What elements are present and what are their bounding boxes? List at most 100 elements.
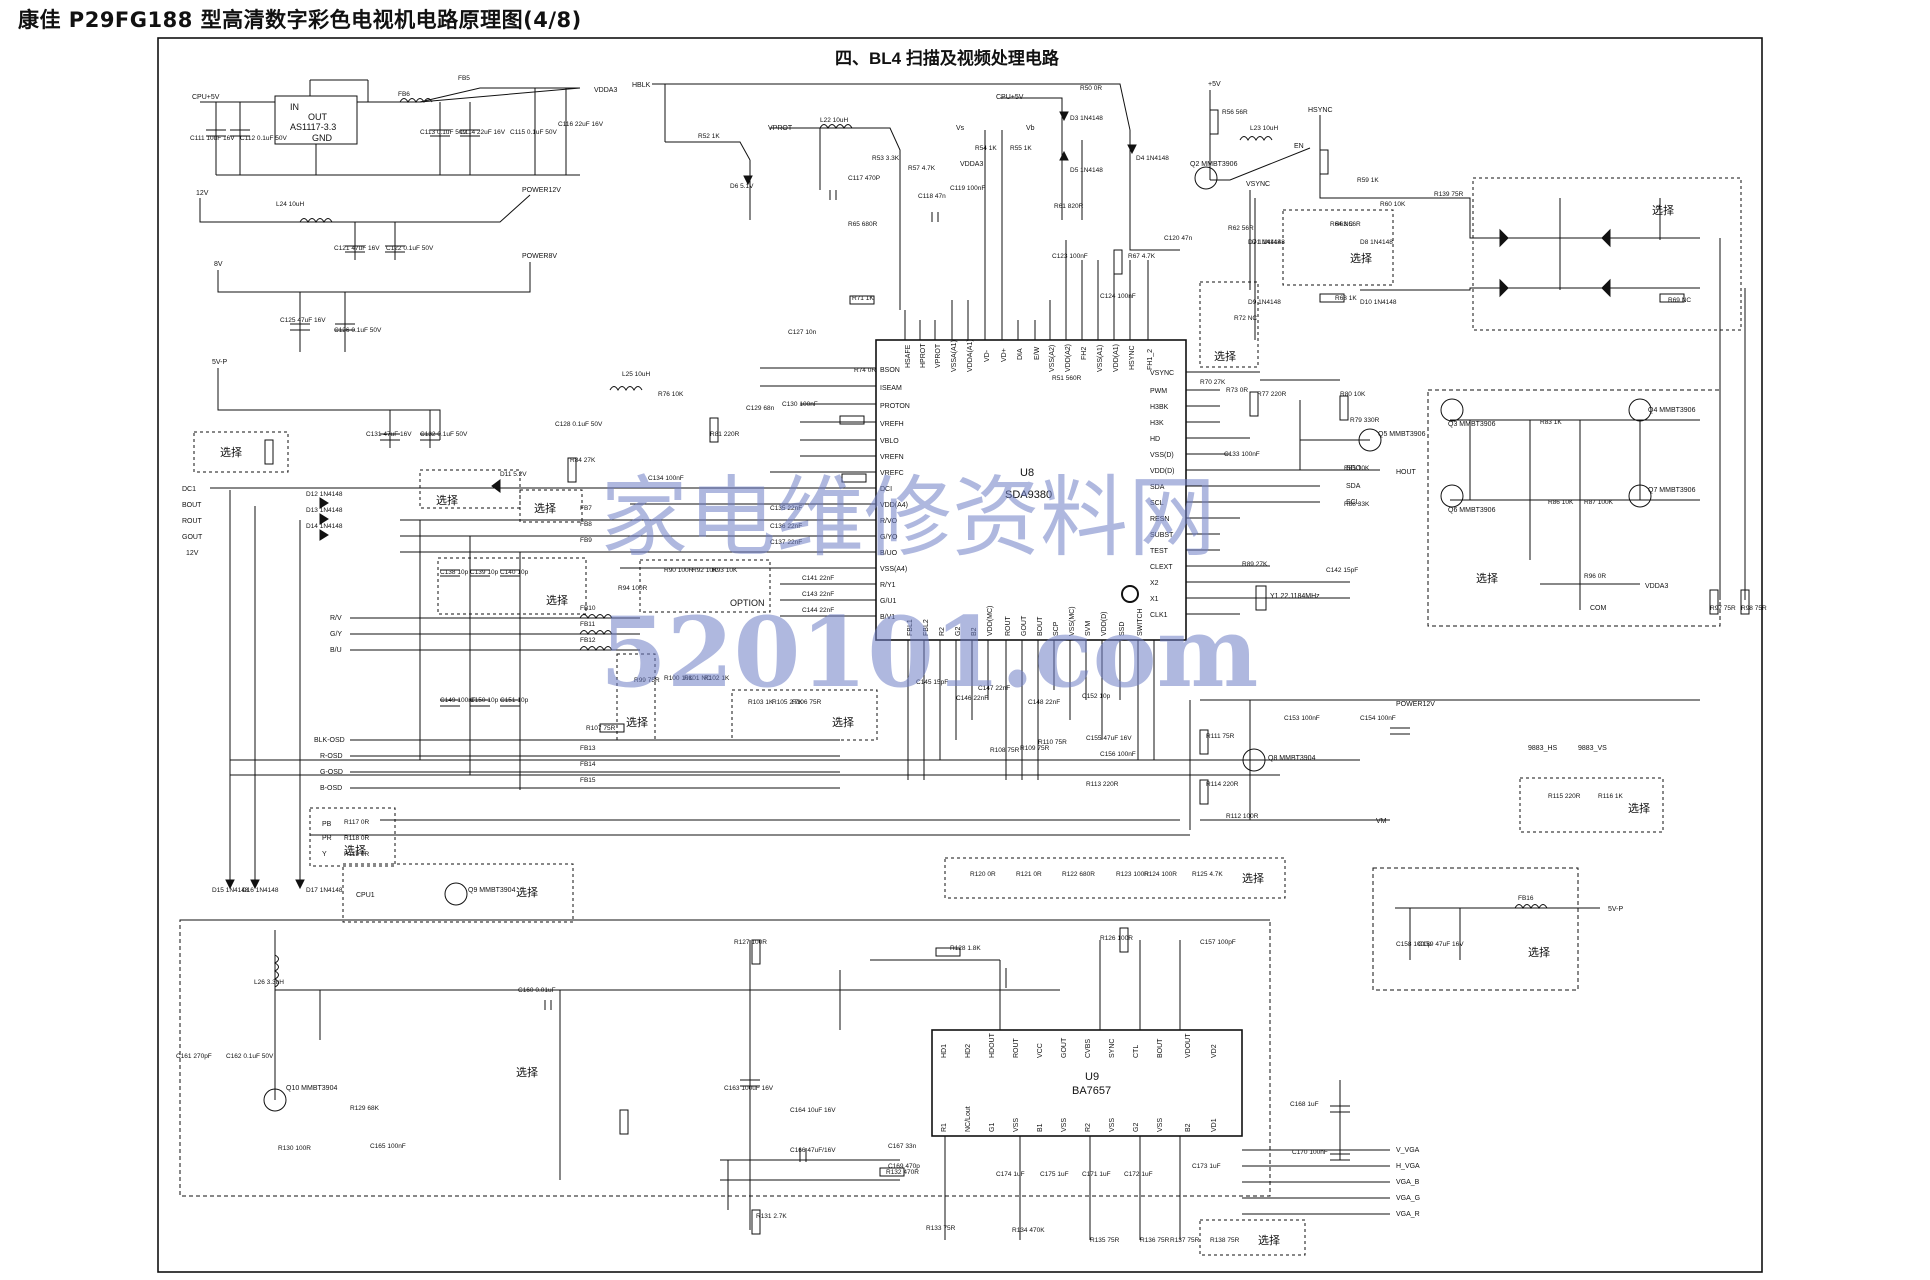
component-label: R79 330R <box>1350 417 1380 424</box>
net-label: Vs <box>956 125 965 132</box>
u9-pin-labels: HD1 HD2 HDOUT ROUT VCC GOUT CVBS SYNC CT… <box>941 1032 1218 1132</box>
u8-pin: G2 <box>955 627 962 636</box>
component-label: FB16 <box>1518 895 1534 902</box>
net-label: DC1 <box>182 486 196 493</box>
component-label: R119 0R <box>344 851 369 858</box>
net-label: POWER12V <box>522 187 561 194</box>
component-label: R137 75R <box>1170 1237 1200 1244</box>
component-label: C141 22nF <box>802 575 834 582</box>
component-label: C143 22nF <box>802 591 834 598</box>
u8-pin: VSS(D) <box>1150 452 1174 459</box>
component-label: C119 100nF <box>950 185 985 192</box>
u8-pin: VDD(MC) <box>987 606 994 636</box>
u9-pin: VSS <box>1013 1118 1020 1132</box>
component-label: R77 220R <box>1257 391 1287 398</box>
component-label: D4 1N4148 <box>1136 155 1169 162</box>
u9-part: BA7657 <box>1072 1085 1111 1097</box>
u9-pin: BOUT <box>1157 1038 1164 1058</box>
component-label: C151 10p <box>500 697 529 704</box>
component-label: C132 0.1uF 50V <box>420 431 468 438</box>
net-label: POWER8V <box>522 253 557 260</box>
u8-pin: CLEXT <box>1150 564 1173 571</box>
net-label: VDDA3 <box>594 87 617 94</box>
component-label: D10 1N4148 <box>1360 299 1397 306</box>
net-label: HOUT <box>1396 469 1417 476</box>
component-label: C124 100nF <box>1100 293 1136 300</box>
component-label: R106 75R <box>792 699 822 706</box>
option-label: 选择 <box>1242 871 1264 885</box>
u8-part: SDA9380 <box>1005 489 1052 501</box>
u8-top-pins: HSAFE HPROT VPROT VSSA(A1) VDDA(A1) VD- … <box>905 339 1154 372</box>
net-label: H_VGA <box>1396 1163 1420 1170</box>
u9-pin: NC/Lout <box>965 1106 972 1132</box>
u8-pin: VD+ <box>1001 348 1008 362</box>
net-label: CPU+5V <box>192 94 220 101</box>
component-label: R50 0R <box>1080 85 1102 92</box>
component-label: R96 0R <box>1584 573 1606 580</box>
component-label: R86 10K <box>1548 499 1574 506</box>
u9-pin: VCC <box>1037 1043 1044 1058</box>
component-label: R54 1K <box>975 145 997 152</box>
component-label: R55 1K <box>1010 145 1032 152</box>
u8-pin: VREFH <box>880 421 904 428</box>
net-label: PB <box>322 821 332 828</box>
component-label: C159 47uF 16V <box>1418 941 1464 948</box>
component-label: FB14 <box>580 761 596 768</box>
component-label: R138 75R <box>1210 1237 1240 1244</box>
component-label: C137 22nF <box>770 539 802 546</box>
component-label: FB11 <box>580 621 595 628</box>
component-label: C142 15pF <box>1326 567 1358 574</box>
page-title: 康佳 P29FG188 型高清数字彩色电视机电路原理图(4/8) <box>18 8 582 32</box>
transistor-label: Q10 MMBT3904 <box>286 1085 337 1092</box>
component-label: R116 1K <box>1598 793 1623 800</box>
u8-pin: PROTON <box>880 403 910 410</box>
net-label: VGA_B <box>1396 1179 1420 1186</box>
component-label: R126 100R <box>1100 935 1133 942</box>
component-label: R112 100R <box>1226 813 1259 820</box>
transistor-label: Q5 MMBT3906 <box>1378 431 1426 438</box>
component-label: R84 27K <box>570 457 596 464</box>
component-label: C165 100nF <box>370 1143 406 1150</box>
component-label: R61 820R <box>1054 203 1084 210</box>
net-label: ROUT <box>182 518 203 525</box>
u9-pin: CVBS <box>1085 1039 1092 1058</box>
component-label: C163 100uF 16V <box>724 1085 774 1092</box>
component-label: C125 47uF 16V <box>280 317 326 324</box>
u8-pin: VSSA(A1) <box>951 340 958 372</box>
option-label: 选择 <box>1628 801 1650 815</box>
u8-bottom-pins: FBL1 FBL2 R2 G2 B2 VDD(MC) ROUT GOUT BOU… <box>907 606 1144 636</box>
u8-pin: FH1_2 <box>1147 349 1154 370</box>
component-label: C129 68n <box>746 405 775 412</box>
component-label: R60 10K <box>1380 201 1406 208</box>
component-label: R70 27K <box>1200 379 1226 386</box>
component-label: R74 0R <box>854 367 876 374</box>
u8-pin: SWITCH <box>1137 608 1144 636</box>
component-label: D9 1N4148 <box>1248 299 1281 306</box>
u8-pin: VDD(A1) <box>1113 344 1120 372</box>
component-label: R99 75R <box>634 677 660 684</box>
u8-pin: VREFC <box>880 470 904 477</box>
option-label: 选择 <box>436 493 458 507</box>
component-label: FB13 <box>580 745 596 752</box>
u8-pin: VREFN <box>880 454 904 461</box>
component-label: R56 56R <box>1222 109 1248 116</box>
u8-pin: E/W <box>1034 346 1041 360</box>
component-label: C128 0.1uF 50V <box>555 421 603 428</box>
component-label: R73 0R <box>1226 387 1248 394</box>
component-label: R57 4.7K <box>908 165 936 172</box>
component-label: FB9 <box>580 537 592 544</box>
component-label: C113 0.1uF 50V <box>420 129 468 136</box>
u8-pin: VSS(A2) <box>1049 345 1056 372</box>
wiring <box>179 79 1746 1256</box>
net-label: 5V-P <box>212 359 228 366</box>
component-label: D5 1N4148 <box>1070 167 1103 174</box>
component-label: C157 100pF <box>1200 939 1236 946</box>
u8-pin: VSS(A4) <box>880 566 907 573</box>
u8-pin: VDD(D) <box>1150 468 1175 475</box>
option-labels: 选择 选择 选择 选择 OPTION 选择 选择 选择 选择 选择 选择 选择 … <box>220 203 1674 1247</box>
component-label: C145 15pF <box>916 679 948 686</box>
component-label: C170 100nF <box>1292 1149 1328 1156</box>
net-label: 8V <box>214 261 223 268</box>
transistor-label: Q8 MMBT3904 <box>1268 755 1316 762</box>
option-label: 选择 <box>344 843 366 857</box>
